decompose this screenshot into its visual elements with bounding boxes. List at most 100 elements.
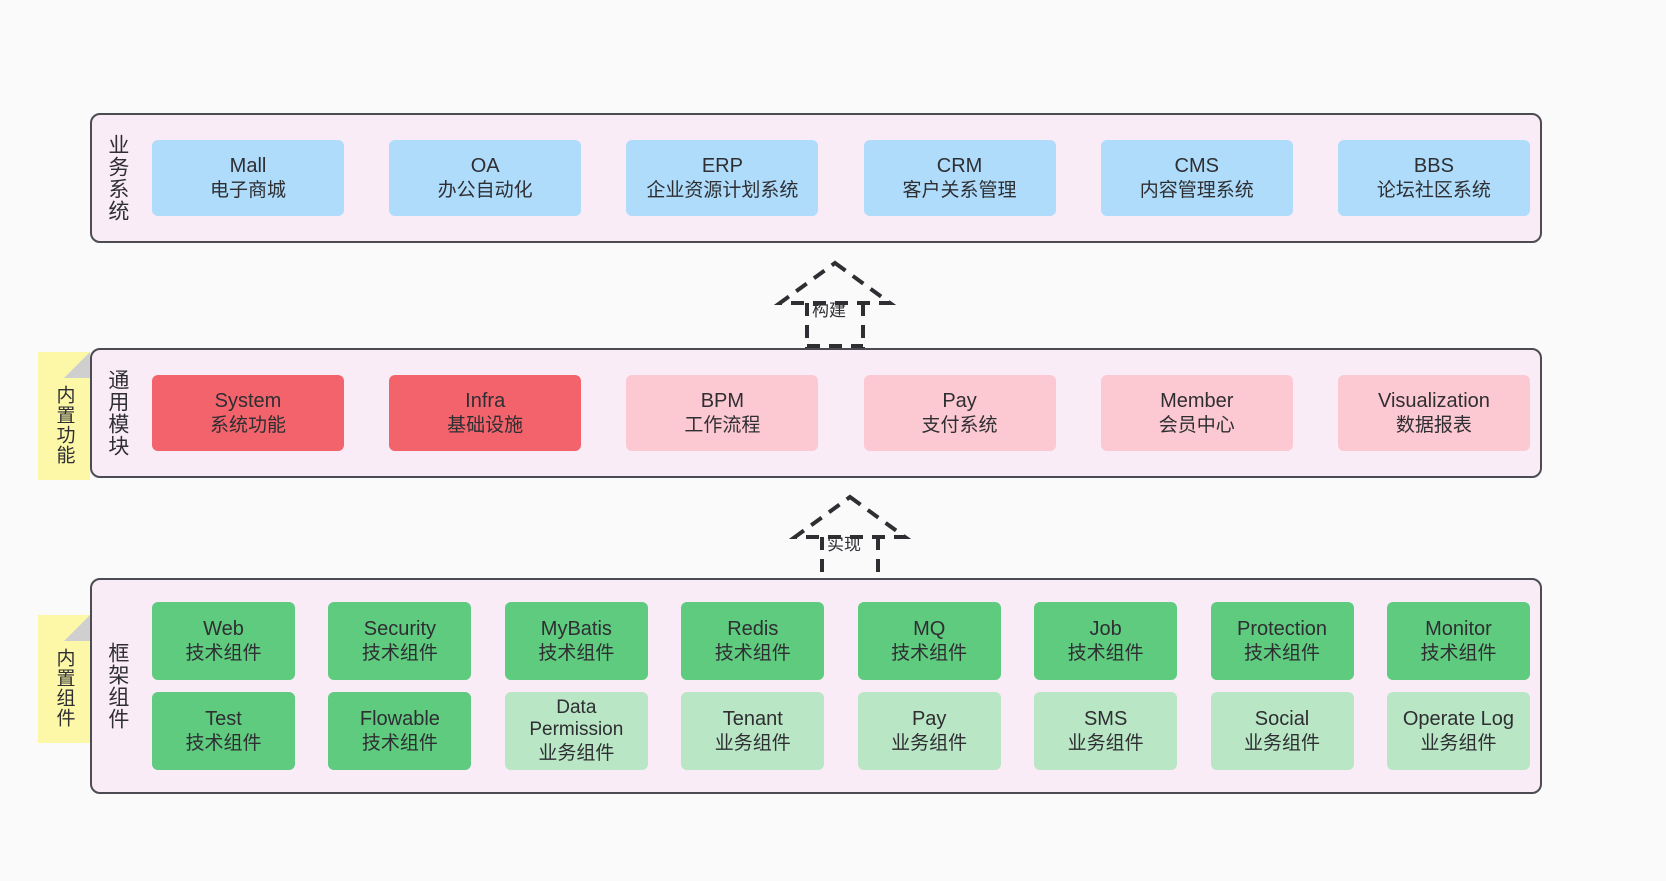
connector-label-build: 构建	[812, 301, 846, 320]
node-subtitle: 业务组件	[1067, 732, 1144, 754]
node-test[interactable]: Test 技术组件	[152, 692, 295, 770]
layer-title-common-modules: 通用模块	[105, 369, 129, 457]
node-redis[interactable]: Redis 技术组件	[681, 602, 825, 680]
node-bbs[interactable]: BBS 论坛社区系统	[1337, 140, 1530, 216]
node-subtitle: 基础设施	[447, 414, 524, 436]
node-system[interactable]: System 系统功能	[152, 375, 344, 451]
sticky-note-builtin-components: 内置组件	[38, 615, 90, 743]
node-social[interactable]: Social 业务组件	[1210, 692, 1354, 770]
layer-body-framework-components: Web 技术组件 Security 技术组件 MyBatis 技术组件 Redi…	[142, 580, 1540, 792]
node-title: Pay	[911, 708, 947, 731]
node-title: Data Permission	[529, 697, 624, 741]
node-mall[interactable]: Mall 电子商城	[152, 140, 344, 216]
node-subtitle: 会员中心	[1158, 414, 1235, 436]
node-title: Flowable	[359, 708, 440, 731]
node-subtitle: 技术组件	[1420, 642, 1497, 664]
node-infra[interactable]: Infra 基础设施	[389, 375, 582, 451]
node-mybatis[interactable]: MyBatis 技术组件	[504, 602, 648, 680]
node-row: Mall 电子商城 OA 办公自动化 ERP 企业资源计划系统 CRM 客户关系…	[152, 140, 1530, 216]
node-subtitle: 业务组件	[1420, 732, 1497, 754]
node-row: System 系统功能 Infra 基础设施 BPM 工作流程 Pay 支付系统…	[152, 375, 1530, 451]
node-crm[interactable]: CRM 客户关系管理	[863, 140, 1056, 216]
node-monitor[interactable]: Monitor 技术组件	[1386, 602, 1530, 680]
dashed-generalization-arrow-icon	[788, 494, 912, 582]
node-subtitle: 支付系统	[921, 414, 998, 436]
node-data-permission[interactable]: Data Permission 业务组件	[504, 692, 648, 770]
node-title: Security	[363, 618, 437, 641]
node-title: MQ	[913, 618, 946, 641]
node-title: BPM	[700, 390, 745, 413]
node-web[interactable]: Web 技术组件	[152, 602, 295, 680]
node-flowable[interactable]: Flowable 技术组件	[328, 692, 472, 770]
node-subtitle: 企业资源计划系统	[646, 179, 799, 201]
node-subtitle: 内容管理系统	[1139, 179, 1254, 201]
node-title: Social	[1254, 708, 1310, 731]
sticky-note-builtin-functions: 内置功能	[38, 352, 90, 480]
node-title: OA	[470, 155, 500, 178]
layer-business-systems[interactable]: 业务系统 Mall 电子商城 OA 办公自动化 ERP 企业资源计划系统 CRM	[90, 113, 1542, 243]
node-subtitle: 系统功能	[209, 414, 286, 436]
sticky-note-text: 内置功能	[53, 385, 75, 465]
layer-title-business-systems: 业务系统	[105, 134, 129, 222]
node-subtitle: 论坛社区系统	[1376, 179, 1491, 201]
layer-common-modules[interactable]: 通用模块 System 系统功能 Infra 基础设施 BPM 工作流程 Pay	[90, 348, 1542, 478]
node-subtitle: 技术组件	[1244, 642, 1321, 664]
node-title: Visualization	[1377, 390, 1490, 413]
node-tenant[interactable]: Tenant 业务组件	[681, 692, 825, 770]
node-title: CMS	[1174, 155, 1219, 178]
dashed-generalization-arrow-icon	[773, 260, 897, 348]
connector-label-implement: 实现	[827, 535, 861, 554]
connector-implement: 实现	[765, 492, 935, 582]
node-subtitle: 客户关系管理	[902, 179, 1017, 201]
node-title: Operate Log	[1402, 708, 1515, 731]
node-title: Protection	[1237, 618, 1328, 641]
node-bpm[interactable]: BPM 工作流程	[626, 375, 819, 451]
node-pay-business[interactable]: Pay 业务组件	[857, 692, 1001, 770]
node-pay[interactable]: Pay 支付系统	[863, 375, 1056, 451]
node-subtitle: 业务组件	[538, 742, 615, 764]
node-erp[interactable]: ERP 企业资源计划系统	[626, 140, 819, 216]
node-security[interactable]: Security 技术组件	[328, 602, 472, 680]
node-title: SMS	[1083, 708, 1128, 731]
node-protection[interactable]: Protection 技术组件	[1210, 602, 1354, 680]
connector-build: 构建	[750, 258, 920, 348]
node-subtitle: 业务组件	[891, 732, 968, 754]
node-subtitle: 数据报表	[1395, 414, 1472, 436]
node-subtitle: 办公自动化	[437, 179, 533, 201]
node-visualization[interactable]: Visualization 数据报表	[1337, 375, 1530, 451]
node-title: Monitor	[1425, 618, 1492, 641]
node-title: Pay	[942, 390, 977, 413]
node-subtitle: 技术组件	[185, 642, 262, 664]
node-member[interactable]: Member 会员中心	[1100, 375, 1293, 451]
node-row: Web 技术组件 Security 技术组件 MyBatis 技术组件 Redi…	[152, 602, 1530, 680]
node-subtitle: 业务组件	[1244, 732, 1321, 754]
node-title: BBS	[1413, 155, 1454, 178]
node-title: Test	[205, 708, 242, 731]
layer-body-business-systems: Mall 电子商城 OA 办公自动化 ERP 企业资源计划系统 CRM 客户关系…	[142, 115, 1540, 241]
layer-framework-components[interactable]: 框架组件 Web 技术组件 Security 技术组件 MyBatis 技术组件…	[90, 578, 1542, 794]
node-title: MyBatis	[540, 618, 612, 641]
node-job[interactable]: Job 技术组件	[1034, 602, 1178, 680]
node-subtitle: 工作流程	[684, 414, 761, 436]
node-title: Web	[203, 618, 244, 641]
node-subtitle: 电子商城	[209, 179, 286, 201]
layer-body-common-modules: System 系统功能 Infra 基础设施 BPM 工作流程 Pay 支付系统…	[142, 350, 1540, 476]
node-title: System	[214, 390, 282, 413]
node-title: Member	[1160, 390, 1234, 413]
node-title: ERP	[701, 155, 743, 178]
node-oa[interactable]: OA 办公自动化	[389, 140, 582, 216]
node-subtitle: 技术组件	[361, 732, 438, 754]
node-cms[interactable]: CMS 内容管理系统	[1100, 140, 1293, 216]
node-mq[interactable]: MQ 技术组件	[857, 602, 1001, 680]
node-title: Tenant	[722, 708, 783, 731]
node-sms[interactable]: SMS 业务组件	[1034, 692, 1178, 770]
node-row: Test 技术组件 Flowable 技术组件 Data Permission …	[152, 692, 1530, 770]
node-title: Mall	[229, 155, 267, 178]
node-subtitle: 技术组件	[714, 642, 791, 664]
node-operate-log[interactable]: Operate Log 业务组件	[1386, 692, 1530, 770]
node-title: Redis	[727, 618, 779, 641]
node-subtitle: 技术组件	[185, 732, 262, 754]
node-subtitle: 技术组件	[1067, 642, 1144, 664]
sticky-note-text: 内置组件	[53, 648, 75, 728]
